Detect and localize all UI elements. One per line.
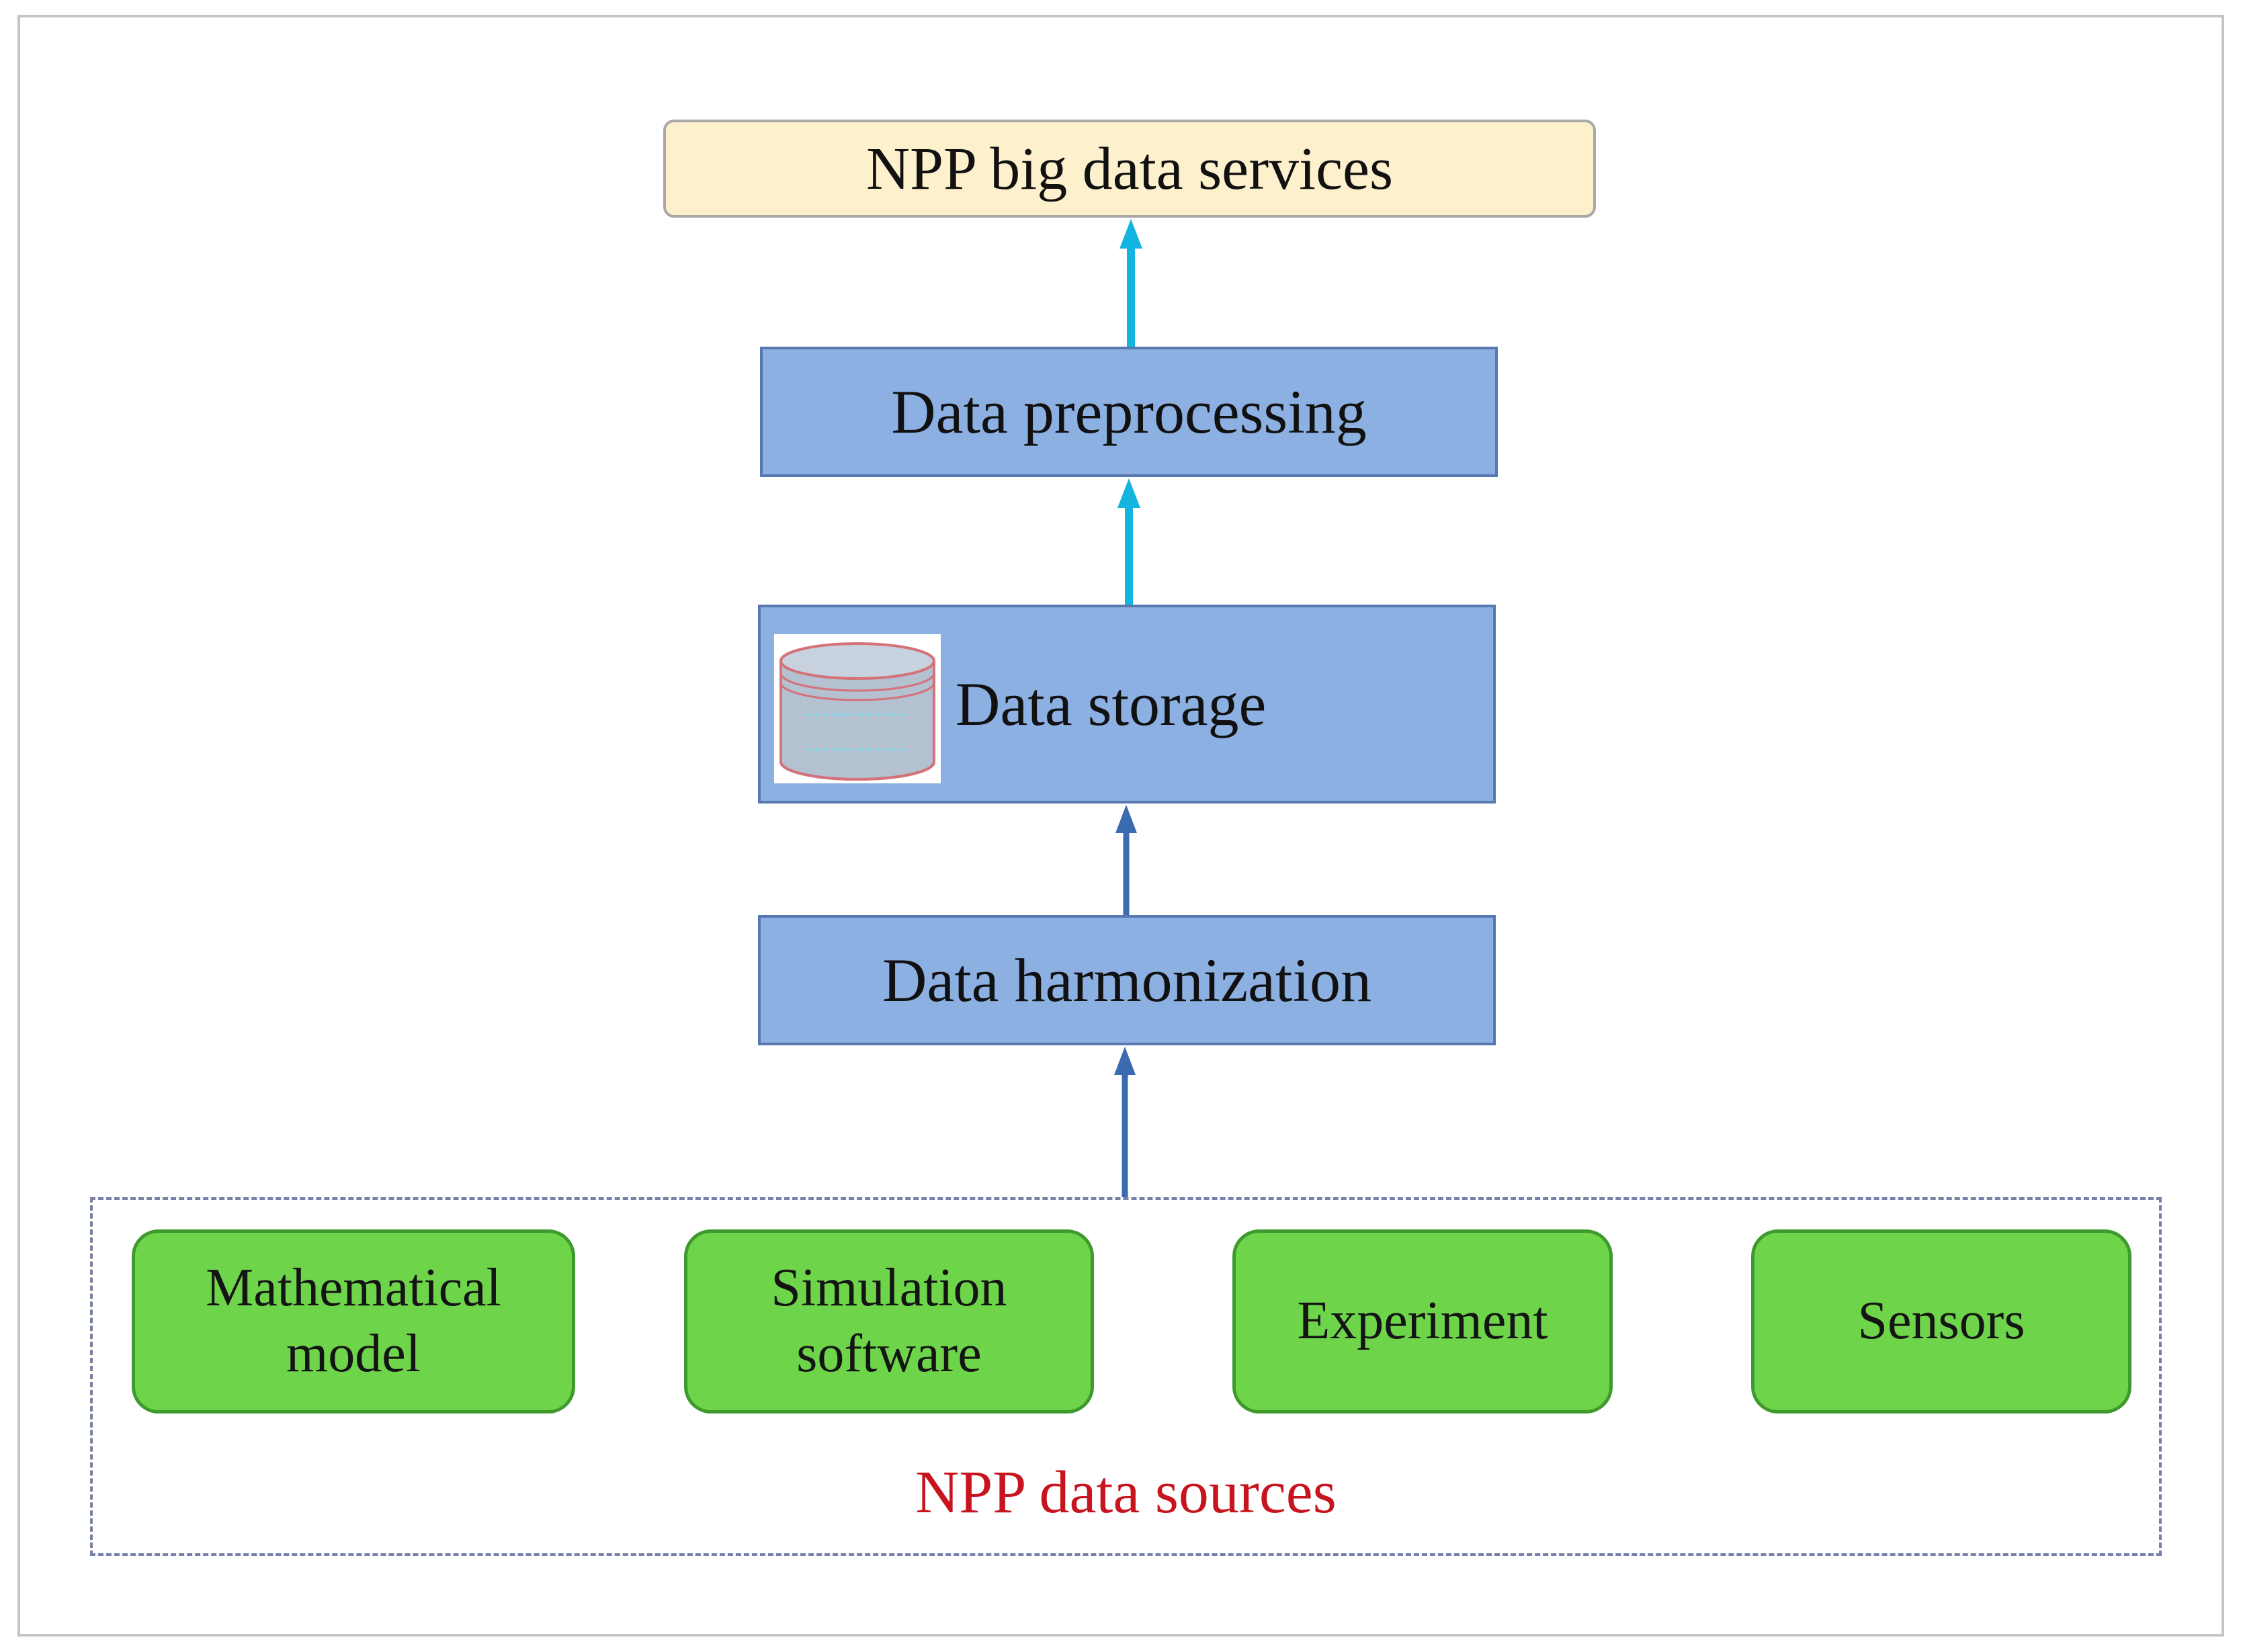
- preprocessing-box: Data preprocessing: [760, 347, 1498, 477]
- source-label-line1: Mathematical: [206, 1258, 501, 1318]
- source-sensors: Sensors: [1751, 1229, 2131, 1414]
- source-label-line2: model: [286, 1324, 421, 1383]
- source-mathematical-model: Mathematical model: [132, 1229, 575, 1414]
- harmonization-label: Data harmonization: [882, 946, 1372, 1014]
- preprocessing-label: Data preprocessing: [891, 378, 1367, 446]
- harmonization-box: Data harmonization: [758, 915, 1496, 1045]
- services-box: NPP big data services: [663, 120, 1596, 218]
- source-label-line1: Simulation: [771, 1258, 1007, 1318]
- source-label-line1: Sensors: [1857, 1291, 2025, 1351]
- source-simulation-software: Simulation software: [684, 1229, 1094, 1414]
- sources-group-frame: [90, 1197, 2162, 1556]
- storage-label: Data storage: [956, 670, 1267, 738]
- source-label-line1: Experiment: [1297, 1291, 1548, 1351]
- source-experiment: Experiment: [1232, 1229, 1613, 1414]
- source-label-line2: software: [796, 1324, 982, 1383]
- services-label: NPP big data services: [865, 135, 1394, 202]
- database-icon: [774, 634, 941, 783]
- storage-box: Data storage: [758, 605, 1496, 803]
- sources-title: NPP data sources: [915, 1459, 1337, 1526]
